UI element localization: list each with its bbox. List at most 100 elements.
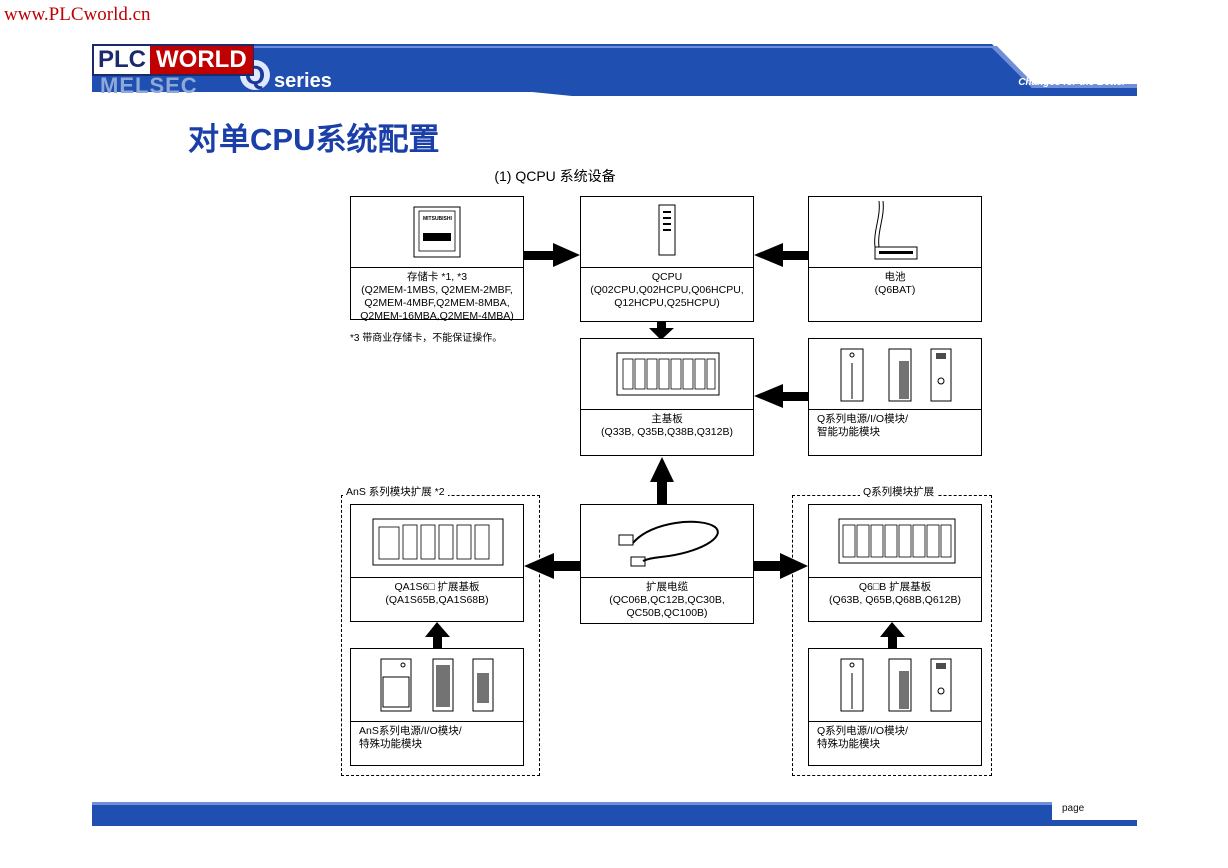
qcpu-box: QCPU (Q02CPU,Q02HCPU,Q06HCPU, Q12HCPU,Q2… [580, 196, 754, 322]
page-label: page [1062, 803, 1085, 814]
arrow-cable-to-base-head [650, 457, 674, 482]
memory-card-caption-line2: (Q2MEM-1MBS, Q2MEM-2MBF, [361, 284, 513, 296]
q-ext-base-icon [838, 518, 956, 564]
memory-card-box: MITSUBISHI 存储卡 *1, *3 (Q2MEM-1MBS, Q2MEM… [350, 196, 524, 323]
ext-cable-box: 扩展电缆 (QC06B,QC12B,QC30B, QC50B,QC100B) [580, 504, 754, 624]
ans-base-caption: QA1S6□ 扩展基板 (QA1S65B,QA1S68B) [351, 578, 523, 607]
ext-cable-caption: 扩展电缆 (QC06B,QC12B,QC30B, QC50B,QC100B) [581, 578, 753, 620]
ans-base-box: QA1S6□ 扩展基板 (QA1S65B,QA1S68B) [350, 504, 524, 622]
battery-box: 电池 (Q6BAT) [808, 196, 982, 322]
arrow-cable-to-qext-shaft [754, 561, 782, 571]
memory-card-note: *3 带商业存储卡，不能保证操作。 [350, 333, 503, 344]
memory-card-caption-line4: Q2MEM-16MBA,Q2MEM-4MBA) [360, 310, 514, 322]
qcpu-caption: QCPU (Q02CPU,Q02HCPU,Q06HCPU, Q12HCPU,Q2… [581, 268, 753, 310]
q-modules-top-box: Q系列电源/I/O模块/ 智能功能模块 [808, 338, 982, 456]
qcpu-caption-line3: Q12HCPU,Q25HCPU) [614, 297, 720, 309]
arrow-cable-to-base-shaft [657, 480, 667, 505]
q-modules-bottom-caption: Q系列电源/I/O模块/ 特殊功能模块 [809, 722, 981, 751]
main-base-caption: 主基板 (Q33B, Q35B,Q38B,Q312B) [581, 410, 753, 439]
q-io-modules-icon [840, 658, 952, 712]
ans-modules-caption-line2: 特殊功能模块 [359, 738, 422, 750]
footer-band [92, 802, 1137, 826]
main-base-caption-line2: (Q33B, Q35B,Q38B,Q312B) [601, 426, 733, 438]
ans-group-label: AnS 系列模块扩展 *2 [343, 484, 448, 499]
ans-base-caption-line1: QA1S6□ 扩展基板 [394, 581, 480, 593]
q-modules-bottom-image-area [809, 649, 981, 722]
battery-caption-line1: 电池 [884, 271, 906, 283]
memory-card-brand-label: MITSUBISHI [423, 216, 452, 222]
arrow-cable-to-qext-head [780, 553, 808, 579]
ans-io-modules-icon [380, 658, 494, 712]
memory-card-icon [413, 206, 461, 258]
battery-caption: 电池 (Q6BAT) [809, 268, 981, 297]
io-modules-icon [840, 348, 952, 402]
arrow-cpu-to-base-shaft [657, 322, 666, 330]
main-base-caption-line1: 主基板 [651, 413, 683, 425]
qcpu-caption-line1: QCPU [651, 271, 683, 283]
q-modules-top-image-area [809, 339, 981, 410]
arrow-ans-modules-shaft [433, 634, 442, 648]
ext-cable-caption-line1: 扩展电缆 [646, 581, 688, 593]
arrow-card-to-cpu-head [553, 243, 580, 267]
battery-caption-line2: (Q6BAT) [874, 284, 916, 296]
series-logo-text: series [274, 70, 332, 92]
arrow-card-to-cpu-shaft [523, 251, 555, 260]
battery-image-area [809, 197, 981, 268]
arrow-cable-to-ans-head [524, 553, 554, 579]
ans-base-caption-line2: (QA1S65B,QA1S68B) [385, 594, 489, 606]
arrow-q-modules-shaft [888, 634, 897, 648]
arrow-q-modules-head [880, 622, 905, 637]
main-base-icon [616, 352, 720, 396]
q-modules-top-caption: Q系列电源/I/O模块/ 智能功能模块 [809, 410, 981, 439]
brand-tagline: Changes for the Better [1018, 77, 1126, 88]
footer-band-highlight [92, 802, 1052, 805]
main-base-box: 主基板 (Q33B, Q35B,Q38B,Q312B) [580, 338, 754, 456]
q-modules-bottom-caption-line2: 特殊功能模块 [817, 738, 880, 750]
melsec-logo-text: MELSEC [100, 73, 198, 98]
diagram-title: (1) QCPU 系统设备 [494, 168, 616, 184]
site-url[interactable]: www.PLCworld.cn [4, 4, 151, 25]
q-modules-bottom-caption-line1: Q系列电源/I/O模块/ [817, 725, 909, 737]
logo-world-text: WORLD [150, 46, 253, 74]
cpu-module-icon [658, 204, 676, 256]
ans-modules-image-area [351, 649, 523, 722]
battery-icon [874, 200, 918, 260]
header-band-highlight [92, 46, 1137, 88]
ext-cable-image-area [581, 505, 753, 578]
mitsubishi-brand-cn: 三菱電機 [1082, 67, 1126, 79]
memory-card-caption: 存储卡 *1, *3 (Q2MEM-1MBS, Q2MEM-2MBF, Q2ME… [351, 268, 523, 323]
arrow-cpu-to-base-head [649, 328, 674, 340]
ans-modules-box: AnS系列电源/I/O模块/ 特殊功能模块 [350, 648, 524, 766]
arrow-battery-to-cpu-shaft [781, 251, 809, 260]
arrow-cable-to-ans-shaft [552, 561, 580, 571]
footer-band-shape [92, 802, 1137, 826]
q-ext-base-box: Q6□B 扩展基板 (Q63B, Q65B,Q68B,Q612B) [808, 504, 982, 622]
main-base-image-area [581, 339, 753, 410]
q-ext-base-caption-line2: (Q63B, Q65B,Q68B,Q612B) [829, 594, 961, 606]
cable-icon [618, 520, 719, 567]
q-group-label: Q系列模块扩展 [860, 484, 938, 499]
qcpu-image-area [581, 197, 753, 268]
arrow-battery-to-cpu-head [754, 243, 783, 267]
page-title: 对单CPU系统配置 [188, 122, 440, 157]
header-band-shape [92, 44, 1137, 96]
logo-plc-text: PLC [98, 46, 146, 73]
arrow-modules-to-base-shaft [781, 392, 809, 401]
arrow-modules-to-base-head [754, 384, 783, 408]
header-band [92, 44, 1137, 96]
qcpu-caption-line2: (Q02CPU,Q02HCPU,Q06HCPU, [590, 284, 744, 296]
memory-card-caption-line3: Q2MEM-4MBF,Q2MEM-8MBA, [364, 297, 510, 309]
q-modules-top-caption-line1: Q系列电源/I/O模块/ [817, 413, 909, 425]
ans-base-image-area [351, 505, 523, 578]
memory-card-caption-line1: 存储卡 *1, *3 [406, 271, 468, 283]
ans-modules-caption-line1: AnS系列电源/I/O模块/ [359, 725, 462, 737]
q-ext-base-caption: Q6□B 扩展基板 (Q63B, Q65B,Q68B,Q612B) [809, 578, 981, 607]
q-ext-base-image-area [809, 505, 981, 578]
ans-base-icon [372, 518, 504, 566]
ext-cable-caption-line2: (QC06B,QC12B,QC30B, [609, 594, 725, 606]
q-modules-bottom-box: Q系列电源/I/O模块/ 特殊功能模块 [808, 648, 982, 766]
ext-cable-caption-line3: QC50B,QC100B) [626, 607, 708, 619]
q-modules-top-caption-line2: 智能功能模块 [817, 426, 880, 438]
arrow-ans-modules-head [425, 622, 450, 637]
